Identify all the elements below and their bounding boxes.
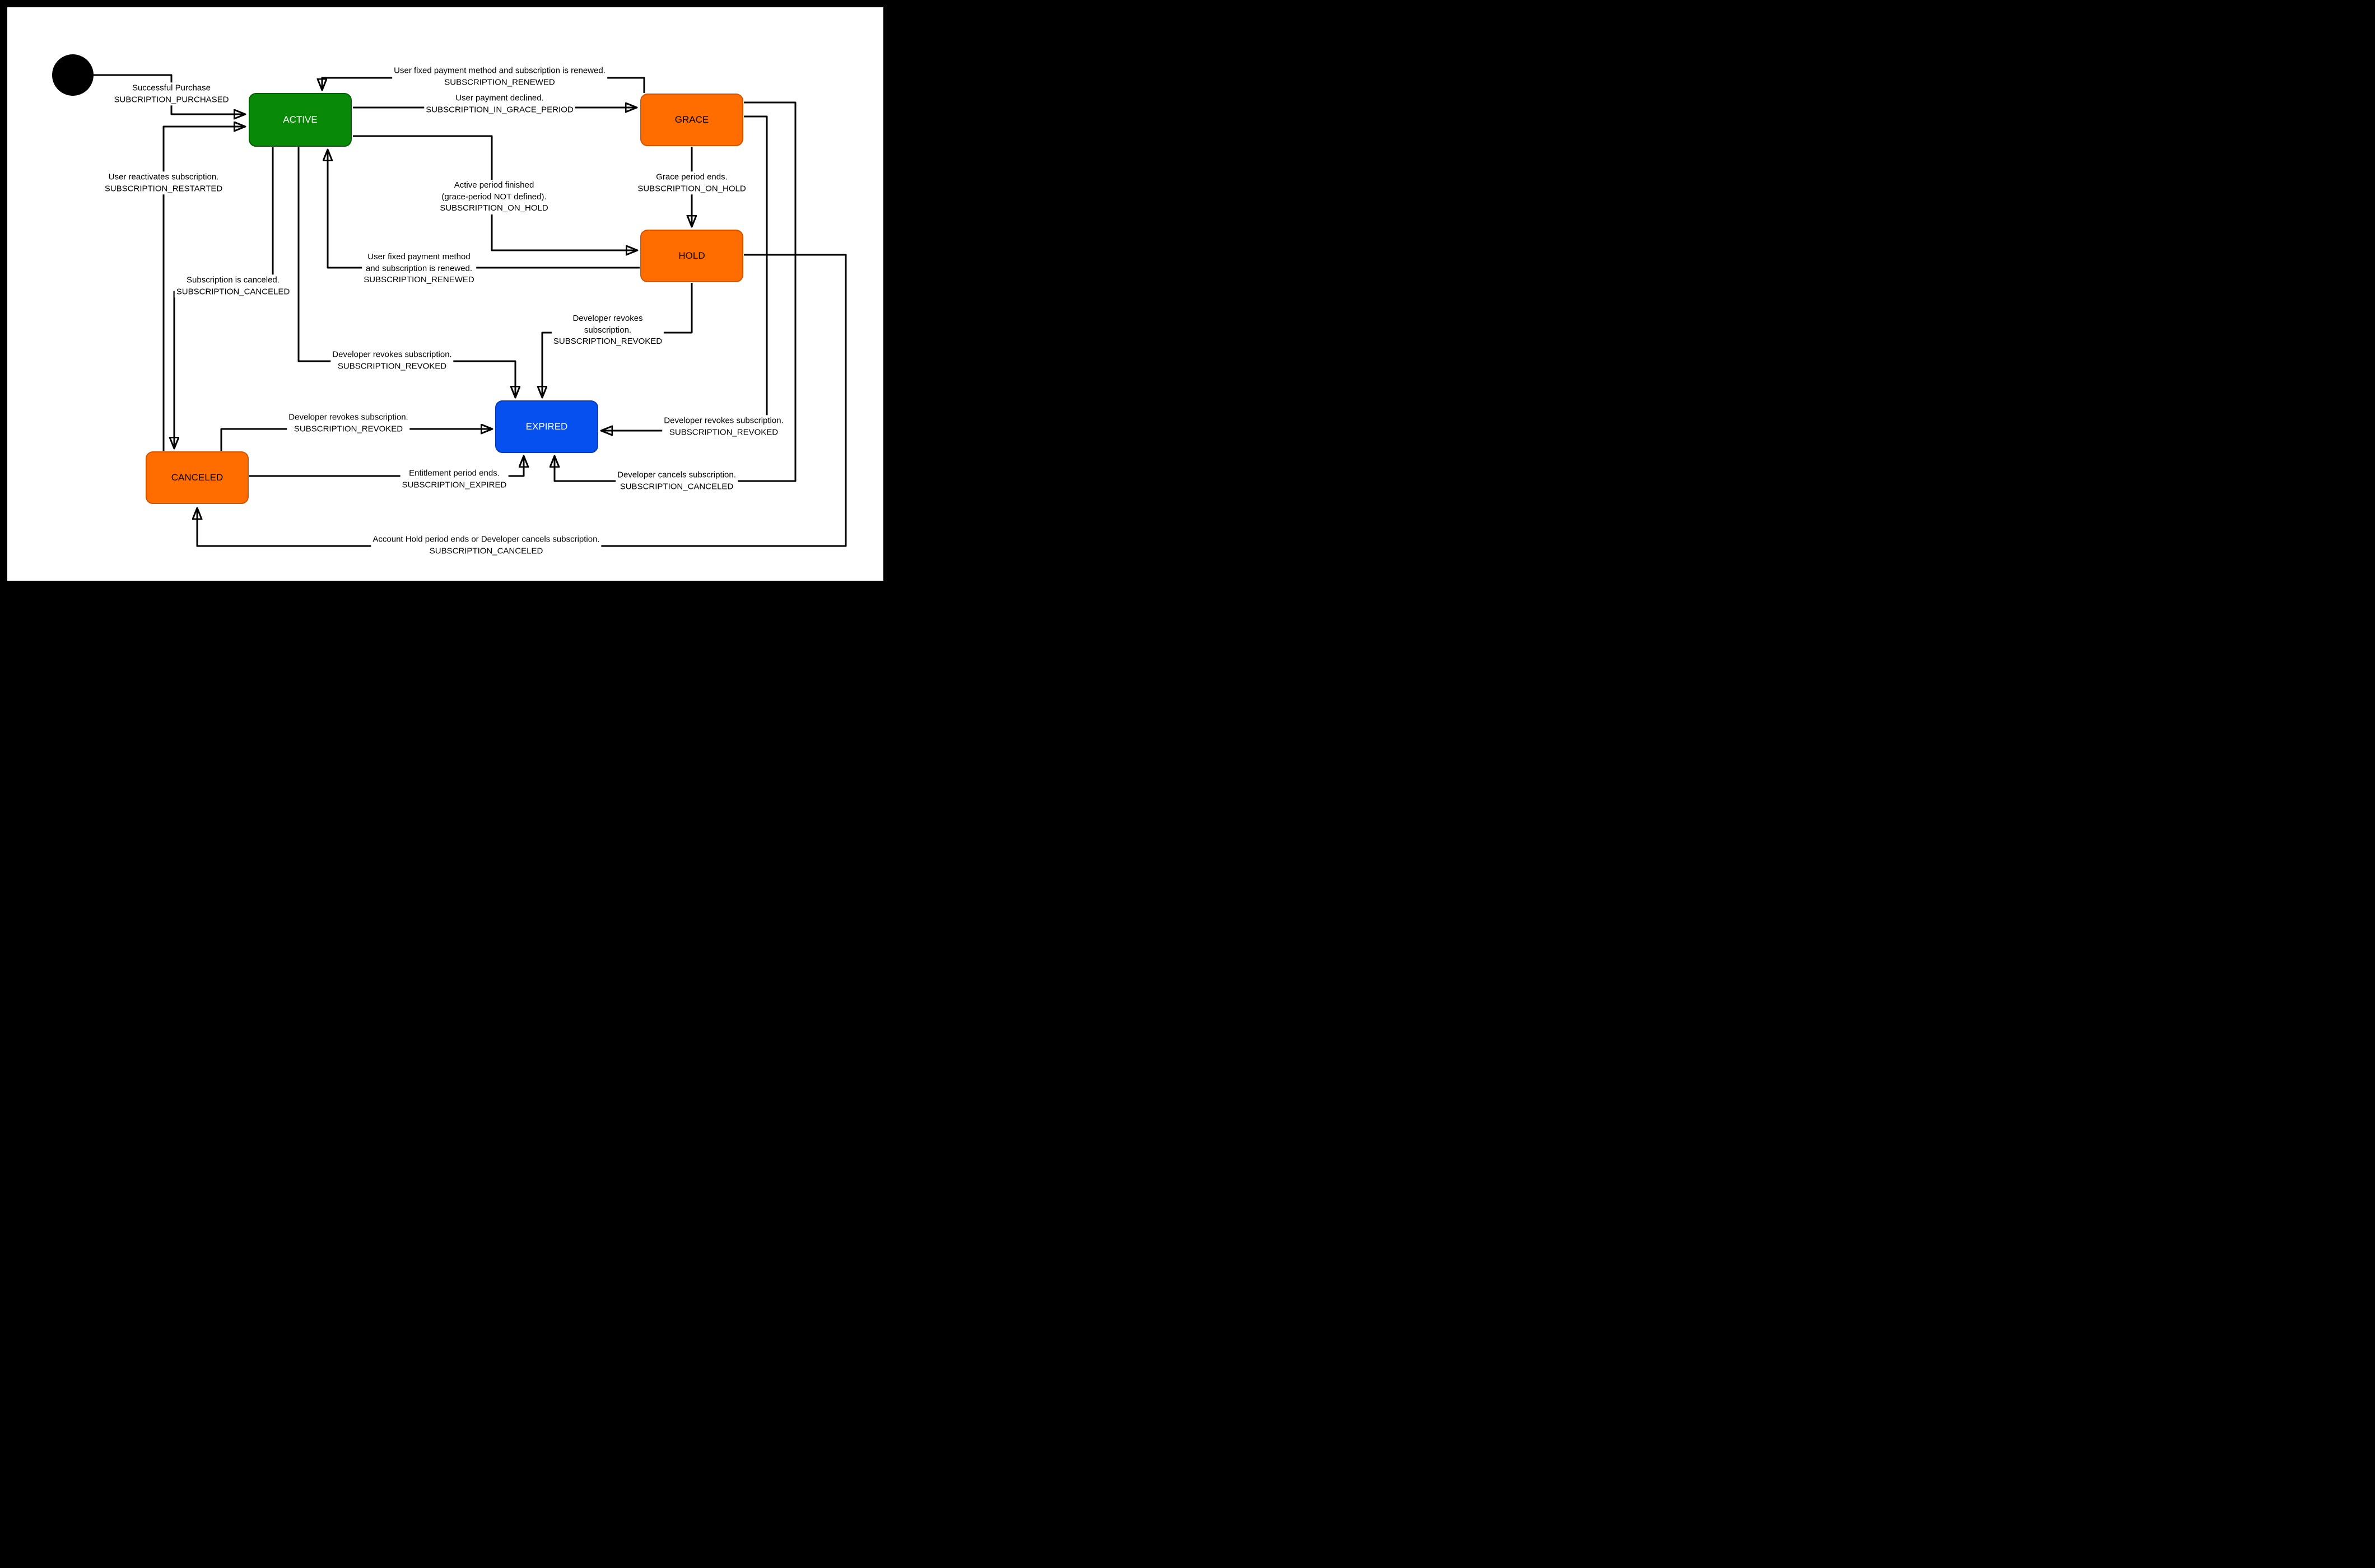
transition-label-grace-period-ends: Grace period ends. SUBSCRIPTION_ON_HOLD: [636, 171, 748, 195]
state-expired[interactable]: EXPIRED: [495, 400, 598, 453]
edge-hold-canceled: [197, 254, 847, 547]
transition-label-payment-declined: User payment declined. SUBSCRIPTION_IN_G…: [424, 92, 575, 116]
transition-label-subscription-canceled: Subscription is canceled. SUBSCRIPTION_C…: [174, 274, 292, 298]
edge-grace-expired-canceled: [555, 101, 797, 482]
diagram-canvas: Successful Purchase SUBCRIPTION_PURCHASE…: [0, 0, 891, 588]
transition-label-hold-revoked: Developer revokes subscription. SUBSCRIP…: [551, 312, 664, 348]
transition-label-grace-revoked: Developer revokes subscription. SUBSCRIP…: [662, 415, 785, 438]
initial-state-dot[interactable]: [52, 54, 94, 96]
transition-label-active-revoked: Developer revokes subscription. SUBSCRIP…: [330, 349, 454, 372]
edge-canceled-expired-expired: [249, 456, 524, 477]
state-grace-label: GRACE: [674, 114, 709, 125]
state-grace[interactable]: GRACE: [640, 94, 743, 146]
state-active-label: ACTIVE: [283, 114, 318, 125]
state-expired-label: EXPIRED: [525, 421, 568, 432]
transition-label-developer-cancels: Developer cancels subscription. SUBSCRIP…: [616, 469, 738, 493]
state-hold[interactable]: HOLD: [640, 230, 743, 282]
state-hold-label: HOLD: [678, 250, 705, 261]
transition-label-successful-purchase: Successful Purchase SUBCRIPTION_PURCHASE…: [112, 82, 231, 106]
transition-label-active-period-finished: Active period finished (grace-period NOT…: [438, 179, 550, 215]
transition-label-entitlement-ends: Entitlement period ends. SUBSCRIPTION_EX…: [400, 468, 509, 491]
transition-label-canceled-revoked: Developer revokes subscription. SUBSCRIP…: [287, 412, 410, 435]
state-canceled-label: CANCELED: [171, 472, 223, 483]
edge-hold-active: [328, 150, 640, 269]
transition-label-hold-renewed: User fixed payment method and subscripti…: [362, 251, 476, 287]
transition-label-user-reactivates: User reactivates subscription. SUBSCRIPT…: [103, 171, 225, 195]
transition-label-account-hold-ends: Account Hold period ends or Developer ca…: [371, 534, 602, 557]
transition-label-grace-renewed: User fixed payment method and subscripti…: [392, 65, 607, 88]
state-canceled[interactable]: CANCELED: [146, 451, 249, 504]
state-active[interactable]: ACTIVE: [249, 93, 352, 147]
edge-canceled-active: [162, 127, 245, 451]
